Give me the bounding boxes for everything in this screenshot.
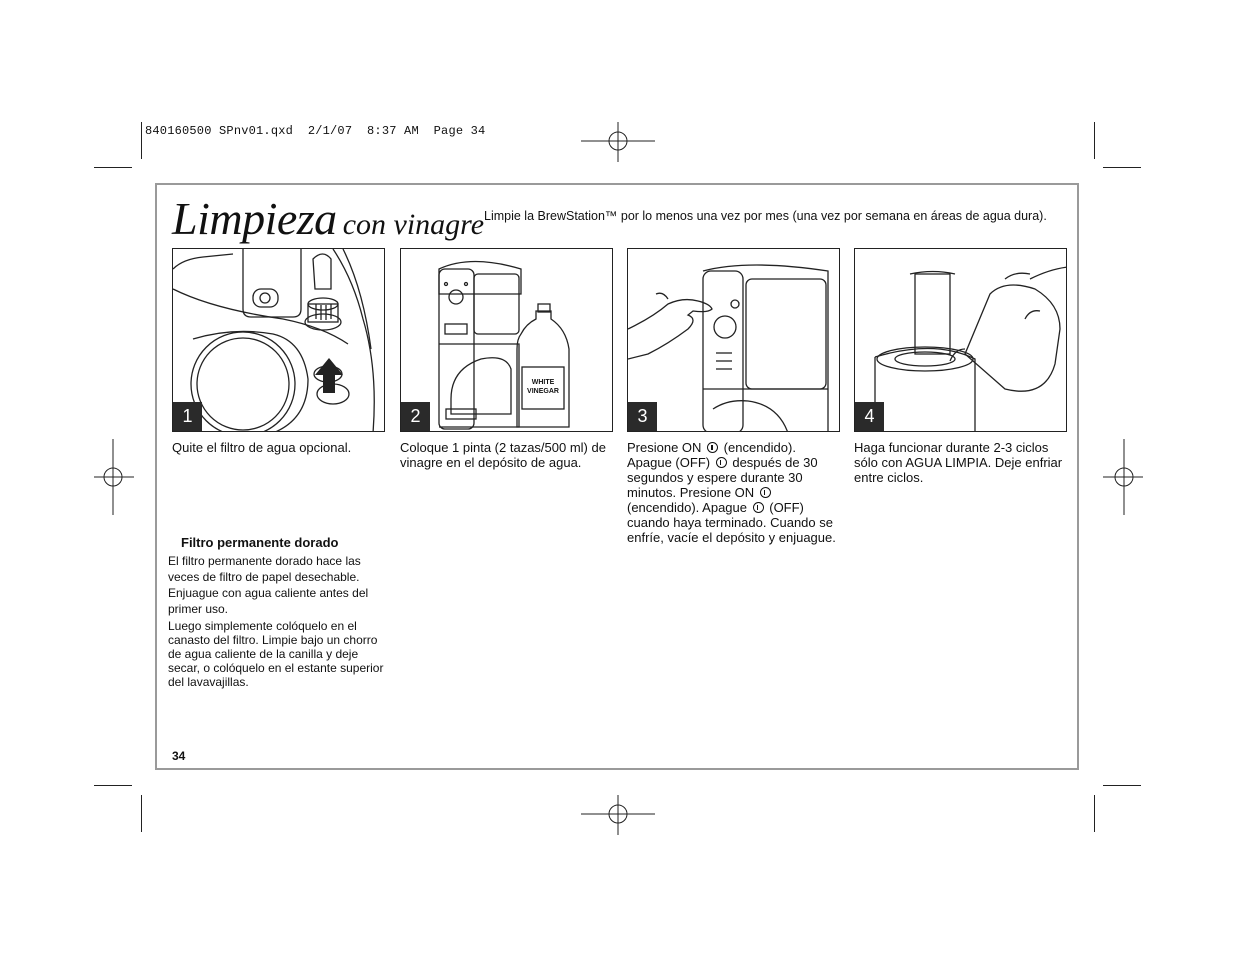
step-3-caption-part: (encendido). Apague (OFF) bbox=[627, 440, 796, 470]
title-sub: con vinagre bbox=[342, 208, 485, 241]
step-4-illustration: 4 bbox=[854, 248, 1067, 432]
registration-mark-bottom bbox=[581, 795, 655, 835]
gold-filter-paragraph-2: Luego simplemente colóquelo en el canast… bbox=[168, 619, 384, 689]
power-button-icon bbox=[759, 487, 771, 498]
intro-text: Limpie la BrewStation™ por lo menos una … bbox=[484, 209, 1047, 223]
step-4-caption: Haga funcionar durante 2-3 ciclos sólo c… bbox=[854, 440, 1063, 485]
step-number-badge: 4 bbox=[855, 402, 884, 431]
crop-mark bbox=[1094, 795, 1095, 832]
power-button-icon bbox=[707, 442, 719, 453]
page-number: 34 bbox=[172, 749, 186, 763]
step-2-caption: Coloque 1 pinta (2 tazas/500 ml) de vina… bbox=[400, 440, 606, 470]
registration-mark-top bbox=[581, 122, 655, 162]
crop-mark bbox=[94, 167, 132, 168]
step-3-illustration: 3 bbox=[627, 248, 840, 432]
registration-mark-left bbox=[94, 439, 134, 515]
gold-filter-paragraph-1: El filtro permanente dorado hace las vec… bbox=[168, 554, 369, 616]
crop-mark bbox=[1103, 167, 1141, 168]
step-3-caption-part: (OFF) cuando haya terminado. Cuando se e… bbox=[627, 500, 836, 545]
crop-mark bbox=[1103, 785, 1141, 786]
print-slug: 840160500 SPnv01.qxd 2/1/07 8:37 AM Page… bbox=[145, 124, 486, 138]
step-3-caption-part: después de 30 segundos y espere durante … bbox=[627, 455, 818, 500]
jug-label-white: WHITE bbox=[532, 379, 555, 386]
step-number-badge: 2 bbox=[401, 402, 430, 431]
step-1-illustration: 1 bbox=[172, 248, 385, 432]
step-3-caption-part: Presione ON bbox=[627, 440, 702, 455]
step-3-caption: Presione ON (encendido). Apague (OFF) de… bbox=[627, 440, 842, 545]
crop-mark bbox=[1094, 122, 1095, 159]
page-frame bbox=[155, 183, 1079, 770]
power-button-icon bbox=[752, 502, 764, 513]
power-button-icon bbox=[715, 457, 727, 468]
step-number-badge: 1 bbox=[173, 402, 202, 431]
step-2-illustration: WHITE VINEGAR 2 bbox=[400, 248, 613, 432]
jug-label-vinegar: VINEGAR bbox=[527, 388, 559, 395]
crop-mark bbox=[94, 785, 132, 786]
gold-filter-heading: Filtro permanente dorado bbox=[181, 535, 339, 550]
crop-mark bbox=[141, 795, 142, 832]
registration-mark-right bbox=[1103, 439, 1143, 515]
step-3-caption-part: (encendido). Apague bbox=[627, 500, 747, 515]
crop-mark bbox=[141, 122, 142, 159]
step-number-badge: 3 bbox=[628, 402, 657, 431]
title-main: Limpieza bbox=[172, 193, 337, 244]
step-1-caption: Quite el filtro de agua opcional. bbox=[172, 440, 352, 455]
